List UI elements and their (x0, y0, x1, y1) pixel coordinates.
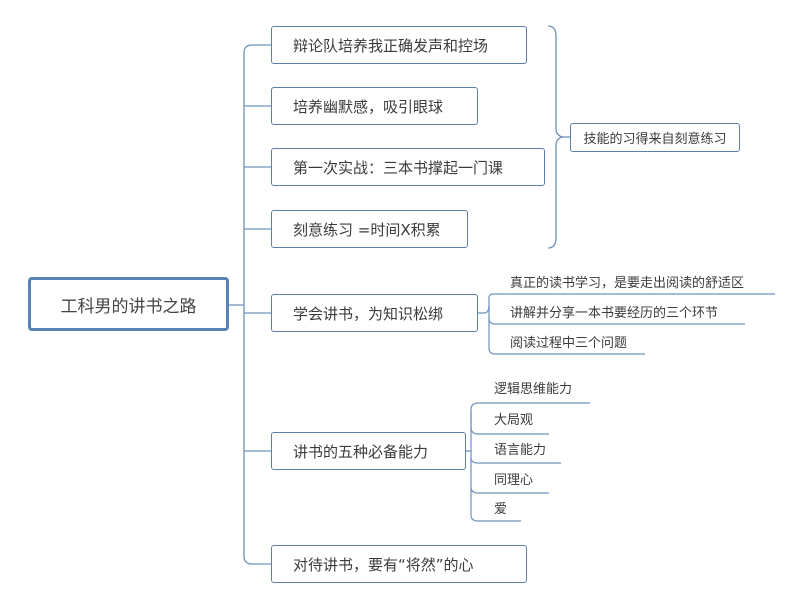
learn-child-1[interactable]: 真正的读书学习，是要走出阅读的舒适区 (510, 276, 745, 291)
learn-child-3[interactable]: 阅读过程中三个问题 (510, 336, 628, 351)
branch-label: 培养幽默感，吸引眼球 (293, 97, 444, 116)
branch-label: 辩论队培养我正确发声和控场 (293, 36, 489, 55)
learn-child-2[interactable]: 讲解并分享一本书要经历的三个环节 (510, 306, 719, 321)
root-label: 工科男的讲书之路 (60, 296, 197, 317)
group-summary-label: 技能的习得来自刻意练习 (583, 132, 727, 147)
learn-bracket (478, 293, 775, 314)
ability-child-3[interactable]: 语言能力 (494, 443, 547, 458)
branch-node-deliberate-practice[interactable]: 刻意练习 =时间X积累 (271, 210, 468, 248)
branch-label: 第一次实战：三本书撑起一门课 (293, 158, 504, 177)
branch-node-debate[interactable]: 辩论队培养我正确发声和控场 (271, 26, 527, 64)
root-node[interactable]: 工科男的讲书之路 (28, 277, 229, 331)
branch-label: 学会讲书，为知识松绑 (293, 304, 444, 323)
ability-line-2 (470, 410, 549, 435)
ability-child-4[interactable]: 同理心 (494, 473, 534, 488)
branch-node-first-practice[interactable]: 第一次实战：三本书撑起一门课 (271, 148, 545, 186)
branch-label: 讲书的五种必备能力 (293, 442, 429, 461)
branch-node-attitude[interactable]: 对待讲书，要有“将然”的心 (271, 545, 527, 583)
ability-child-2[interactable]: 大局观 (494, 413, 534, 428)
ability-line-5 (470, 487, 521, 522)
learn-line-3 (488, 318, 645, 355)
branch-node-humor[interactable]: 培养幽默感，吸引眼球 (271, 87, 478, 125)
group-summary-node[interactable]: 技能的习得来自刻意练习 (570, 123, 740, 152)
ability-child-1[interactable]: 逻辑思维能力 (494, 382, 573, 397)
branch-node-learn-to-teach[interactable]: 学会讲书，为知识松绑 (271, 294, 478, 332)
branch-node-five-abilities[interactable]: 讲书的五种必备能力 (271, 432, 466, 470)
group-brace (547, 25, 564, 249)
branch-label: 对待讲书，要有“将然”的心 (293, 555, 474, 574)
branch-label: 刻意练习 =时间X积累 (293, 220, 441, 239)
trunk-line (243, 44, 271, 565)
ability-child-5[interactable]: 爱 (494, 502, 508, 517)
ability-bracket (466, 402, 590, 452)
